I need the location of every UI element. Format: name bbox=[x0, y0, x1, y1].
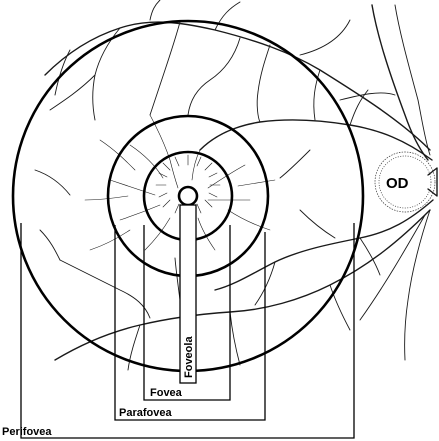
optic-disc-label: OD bbox=[386, 175, 409, 192]
fovea-label: Fovea bbox=[150, 387, 183, 399]
zone-labels: Foveola Fovea Parafovea Perifovea bbox=[2, 336, 195, 438]
foveola-label: Foveola bbox=[183, 336, 195, 378]
optic-disc: OD bbox=[375, 152, 437, 212]
zone-brackets bbox=[21, 205, 354, 438]
foveola-ring bbox=[179, 187, 197, 205]
retinal-vessels bbox=[35, 0, 433, 370]
parafovea-label: Parafovea bbox=[119, 407, 172, 419]
perifovea-label: Perifovea bbox=[2, 426, 52, 438]
